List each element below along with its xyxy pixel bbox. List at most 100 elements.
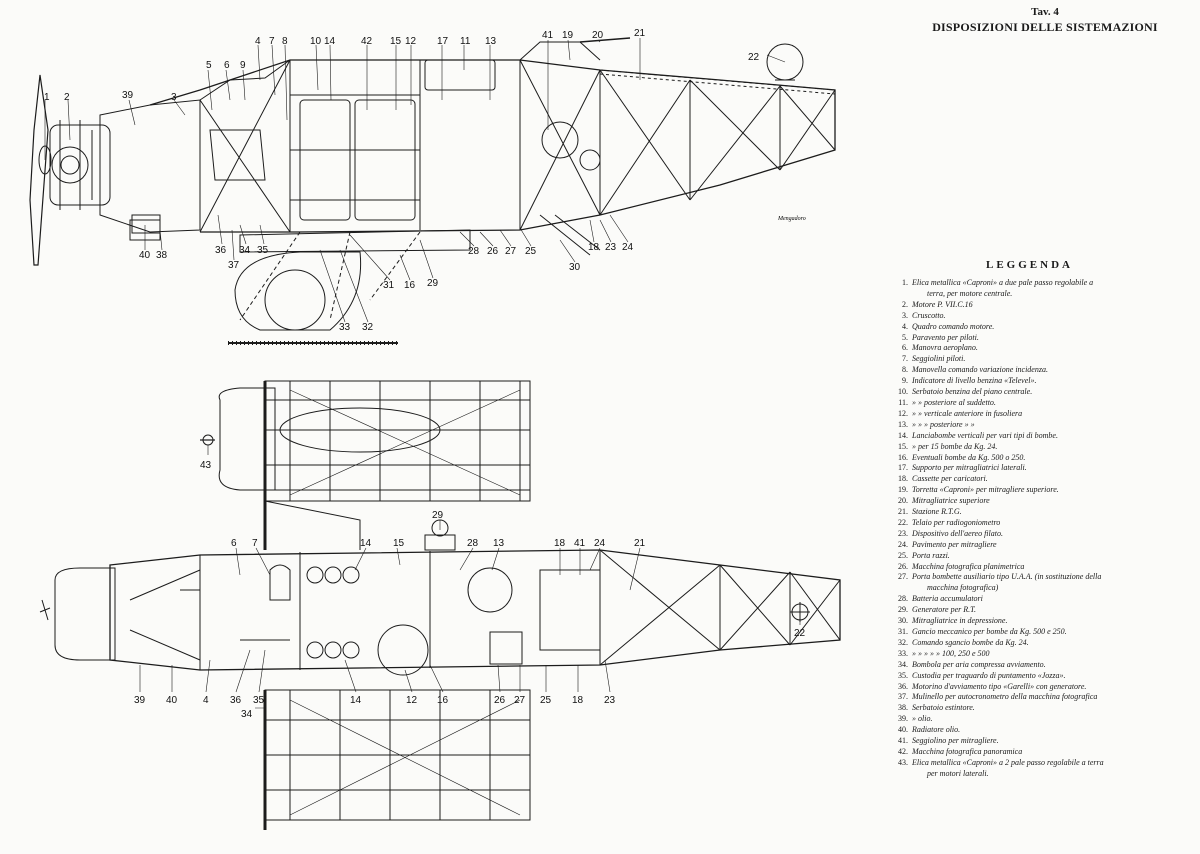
callout-29-side: 29 [427,278,439,289]
legend-item: 38.Serbatoio estintore. [897,703,1193,714]
callout-2-side: 2 [64,92,70,103]
callout-13-plan: 13 [493,538,505,549]
callout-31-side: 31 [383,280,395,291]
legend-item-text: Manovella comando variazione incidenza. [912,365,1048,375]
legend-item-text: » olio. [912,714,933,724]
callout-18-plan-top: 18 [554,538,566,549]
legend-item-number: 30. [898,616,908,626]
callout-33-side: 33 [339,322,351,333]
legend-item: 6.Manovra aeroplano. [897,343,1193,354]
callout-38-side: 38 [156,250,168,261]
plate-number: Tav. 4 [1031,6,1059,18]
legend-list: 1.Elica metallica «Caproni» a due pale p… [897,278,1193,780]
side-view-callouts: 1 2 39 3 5 6 9 4 7 8 10 14 42 15 12 17 1… [44,28,806,333]
legend-item-number: 25. [898,550,908,560]
legend-item-text: Custodia per traguardo di puntamento «Jo… [912,670,1066,680]
legend-item-text: Generatore per R.T. [912,605,976,615]
callout-25-plan: 25 [540,695,552,706]
draftsman-signature: Mengadoro [777,216,806,222]
callout-28-side: 28 [468,246,480,257]
legend-item: 12.» » verticale anteriore in fusoliera [897,409,1193,420]
callout-37-side: 37 [228,260,240,271]
legend-item-text: Gancio meccanico per bombe da Kg. 500 e … [912,627,1067,636]
legend-item: 5. Paravento per piloti. [897,333,1193,344]
legend-item-text: Serbatoio estintore. [912,703,975,713]
callout-1-side: 1 [44,92,50,103]
legend-item: 18.Cassette per caricatori. [897,474,1193,485]
callout-41-side: 41 [542,30,554,41]
legend-item: per motori laterali. [897,769,1193,780]
legend-item: 16.Eventuali bombe da Kg. 500 o 250. [897,453,1193,464]
legend-item: 4.Quadro comando motore. [897,322,1193,333]
legend-item-number [897,583,908,594]
callout-22-plan: 22 [794,628,806,639]
callout-16-plan: 16 [437,695,449,706]
legend-item-number: 39. [898,714,908,724]
legend-item-text: macchina fotografica) [927,583,999,593]
legend-item: 27. Porta bombette ausiliario tipo U.A.A.… [897,572,1193,583]
legend-item-number: 29. [898,605,908,615]
legend-item: 21.Stazione R.T.G. [897,507,1193,518]
callout-26-plan: 26 [494,695,506,706]
legend-item: 33.» » » » » 100, 250 e 500 [897,649,1193,660]
callout-35-side: 35 [257,245,269,256]
legend-item-text: Porta razzi. [912,550,950,560]
legend-item-text: Mitragliatrice in depressione. [912,616,1008,626]
callout-14-side: 14 [324,36,336,47]
legend-item-number: 27. [898,572,908,582]
callout-6-plan: 6 [231,538,237,549]
legend-item-text: Seggiolini piloti. [912,354,966,364]
legend-item: 11. » » posteriore al suddetto. [897,398,1193,409]
legend-item: 3.Cruscotto. [897,311,1193,322]
legend-item: 36.Motorino d'avviamento tipo «Garelli» … [897,682,1193,693]
callout-4-side: 4 [255,36,261,47]
legend-item-number: 5. [902,332,908,342]
legend-item: 26.Macchina fotografica planimetrica [897,562,1193,573]
callout-12-side: 12 [405,36,417,47]
legend-item: 29. Generatore per R.T. [897,605,1193,616]
legend-item: 22.Telaio per radiogoniometro [897,518,1193,529]
legend-item-number: 41. [898,736,908,746]
legend-item-text: Comando sgancio bombe da Kg. 24. [912,637,1029,647]
legend-item-number: 13. [898,419,908,429]
legend-item-text: » » posteriore al suddetto. [912,397,996,407]
callout-18-side: 18 [588,242,600,253]
legend-item: macchina fotografica) [897,583,1193,594]
callout-41-plan: 41 [574,538,586,549]
callout-21-plan: 21 [634,538,646,549]
legend-item-text: Paravento per piloti. [912,332,979,342]
legend-item: 14.Lanciabombe verticali per vari tipi d… [897,431,1193,442]
legend-item-number: 16. [898,452,908,462]
legend-item-number: 26. [898,561,908,571]
callout-27-side: 27 [505,246,517,257]
legend-item-number: 23. [898,528,908,538]
legend-item-text: Batteria accumulatori [912,594,983,604]
callout-23-side: 23 [605,242,617,253]
legend-item: 41.Seggiolino per mitragliere. [897,736,1193,747]
callout-42-side: 42 [361,36,373,47]
legend-item: 17.Supporto per mitragliatrici laterali. [897,463,1193,474]
legend-item-number: 40. [898,725,908,735]
callout-14-plan-top: 14 [360,538,372,549]
callout-24-side: 24 [622,242,634,253]
legend-item-text: Porta bombette ausiliario tipo U.A.A. (i… [912,572,1102,582]
callout-15-plan: 15 [393,538,405,549]
callout-20-side: 20 [592,30,604,41]
legend-item-text: Supporto per mitragliatrici laterali. [912,463,1027,473]
callout-25-side: 25 [525,246,537,257]
legend-item-number: 11. [898,397,908,407]
plan-view-drawing [39,380,841,830]
side-view-drawing [29,37,836,345]
plate-title: DISPOSIZIONI DELLE SISTEMAZIONI [932,20,1158,34]
legend-item-number: 21. [898,507,908,517]
legend-item-text: Motorino d'avviamento tipo «Garelli» con… [912,681,1087,691]
callout-18-plan-bottom: 18 [572,695,584,706]
legend-item-text: Radiatore olio. [912,725,961,735]
callout-40-plan: 40 [166,695,178,706]
legend-item-number: 10. [898,387,908,397]
legend-item-text: Dispositivo dell'aereo filato. [912,528,1003,538]
callout-24-plan: 24 [594,538,606,549]
callout-19-side: 19 [562,30,574,41]
legend-item-text: Pavimento per mitragliere [912,539,997,549]
legend-item-text: Mulinello per autocronometro della macch… [912,692,1098,702]
